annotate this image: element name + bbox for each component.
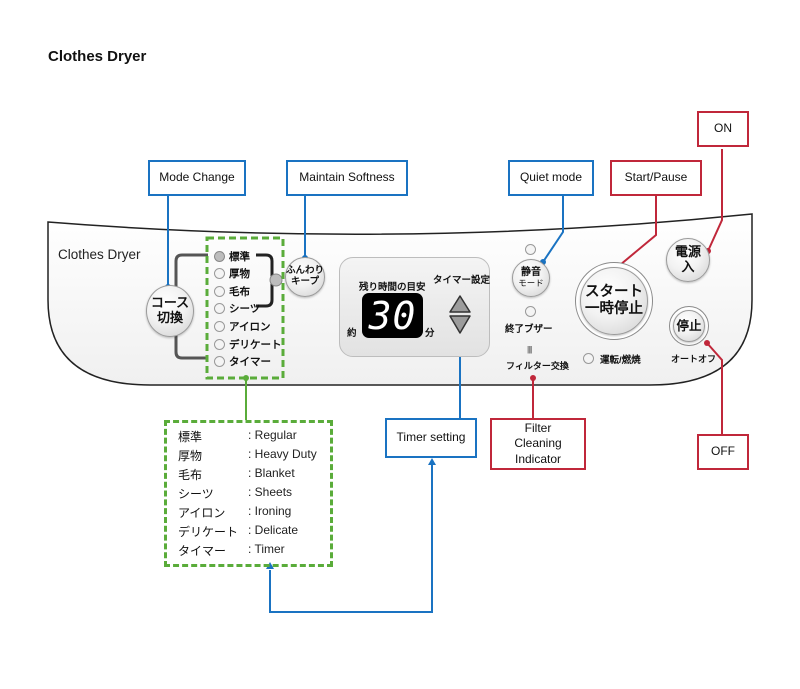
legend-row: タイマー : Timer: [178, 542, 285, 559]
course-change-button[interactable]: コース 切換: [146, 285, 194, 337]
callout-filter-cleaning: Filter Cleaning Indicator: [490, 418, 586, 470]
quiet-mode-button[interactable]: 静音 モード: [512, 259, 550, 297]
filter-replace-label: フィルター交換: [506, 361, 569, 371]
timer-setting-label: タイマー設定: [433, 275, 491, 286]
legend-row: 厚物 : Heavy Duty: [178, 447, 317, 464]
power-button-line-2: 入: [681, 259, 695, 274]
course-option-label: 厚物: [229, 268, 250, 280]
legend-en: : Blanket: [248, 466, 295, 480]
course-led: [214, 286, 225, 297]
softness-button-line-1: ふんわり: [286, 265, 325, 277]
course-option-label: デリケート: [229, 339, 282, 351]
legend-row: 標準 : Regular: [178, 428, 297, 445]
remaining-time-label: 残り時間の目安: [359, 282, 426, 293]
callout-timer-setting: Timer setting: [385, 418, 477, 458]
callout-start-pause: Start/Pause: [610, 160, 702, 196]
callout-quiet-mode: Quiet mode: [508, 160, 594, 196]
filter-indicator-icon: ||||: [527, 345, 532, 354]
timer-up-icon[interactable]: [449, 295, 471, 313]
course-button-line-2: 切換: [156, 310, 183, 325]
start-button-line-2: 一時停止: [585, 301, 643, 317]
softness-keep-button[interactable]: ふんわり キープ: [285, 257, 325, 297]
legend-row: デリケート : Delicate: [178, 523, 298, 540]
legend-row: 毛布 : Blanket: [178, 466, 295, 483]
legend-row: シーツ : Sheets: [178, 485, 292, 502]
approx-label: 約: [347, 328, 357, 339]
page-title: Clothes Dryer: [48, 48, 147, 65]
callout-off: OFF: [697, 434, 749, 470]
course-option-heavy: 厚物: [214, 266, 250, 281]
course-option-blanket: 毛布: [214, 284, 250, 299]
course-option-label: 標準: [229, 251, 250, 263]
course-option-delicate: デリケート: [214, 337, 282, 352]
course-led: [214, 321, 225, 332]
course-led: [214, 339, 225, 350]
end-buzzer-label: 終了ブザー: [505, 324, 553, 335]
legend-en: : Timer: [248, 542, 285, 556]
course-led: [214, 356, 225, 367]
quiet-mode-led: [525, 244, 536, 255]
legend-jp: 毛布: [178, 468, 203, 482]
course-led: [214, 268, 225, 279]
stop-button[interactable]: 停止: [673, 310, 705, 342]
legend-en: : Heavy Duty: [248, 447, 317, 461]
timer-adjust-buttons: [449, 295, 471, 334]
legend-jp: シーツ: [178, 487, 214, 501]
course-button-line-1: コース: [150, 295, 190, 311]
end-buzzer-led: [525, 306, 536, 317]
legend-en: : Regular: [248, 428, 297, 442]
minutes-unit-label: 分: [425, 328, 435, 339]
course-option-label: 毛布: [229, 286, 250, 298]
timer-down-icon[interactable]: [449, 315, 471, 334]
run-label: 運転/燃焼: [600, 355, 641, 366]
course-option-ironing: アイロン: [214, 319, 270, 334]
power-button-line-1: 電源: [674, 244, 701, 260]
run-led: [583, 353, 594, 364]
legend-jp: デリケート: [178, 525, 239, 539]
auto-off-label: オートオフ: [671, 354, 717, 364]
legend-en: : Delicate: [248, 523, 299, 537]
course-legend: [164, 420, 333, 567]
course-option-sheets: シーツ: [214, 301, 260, 316]
legend-en: : Ironing: [248, 504, 292, 518]
course-led: [214, 251, 225, 262]
legend-jp: 厚物: [178, 449, 203, 463]
callout-maintain-softness: Maintain Softness: [286, 160, 408, 196]
quiet-button-line-2: モード: [518, 277, 544, 288]
course-option-label: タイマー: [229, 356, 271, 368]
panel-label: Clothes Dryer: [58, 247, 141, 262]
course-option-standard: 標準: [214, 249, 250, 264]
remaining-time-display: 30: [362, 293, 423, 338]
course-option-label: アイロン: [229, 321, 271, 333]
legend-jp: 標準: [178, 430, 203, 444]
legend-en: : Sheets: [248, 485, 293, 499]
start-button-line-1: スタート: [585, 284, 643, 301]
course-option-label: シーツ: [229, 303, 261, 315]
course-group-outline: [205, 236, 285, 380]
legend-jp: アイロン: [178, 506, 226, 520]
start-pause-button[interactable]: スタート 一時停止: [580, 267, 648, 335]
course-option-timer: タイマー: [214, 354, 271, 369]
legend-row: アイロン : Ironing: [178, 504, 291, 521]
softness-button-line-2: キープ: [291, 276, 319, 287]
quiet-button-line-1: 静音: [521, 267, 541, 279]
callout-on: ON: [697, 111, 749, 147]
power-on-button[interactable]: 電源 入: [666, 238, 710, 282]
legend-jp: タイマー: [178, 544, 227, 558]
callout-mode-change: Mode Change: [148, 160, 246, 196]
course-led: [214, 303, 225, 314]
